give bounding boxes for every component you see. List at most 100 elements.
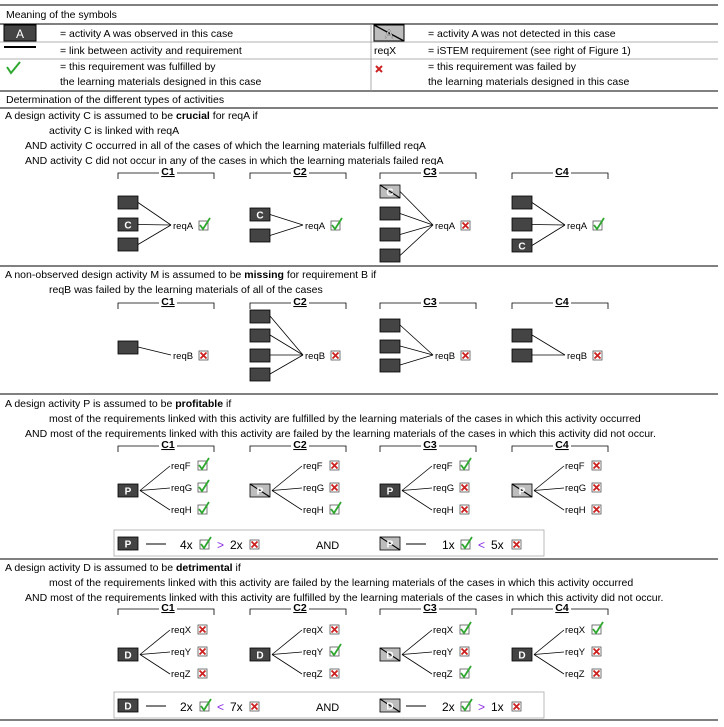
activity-letter: D <box>124 702 131 713</box>
requirement-label: reqA <box>435 221 456 232</box>
check-icon <box>593 217 605 231</box>
requirement-label: reqB <box>435 351 455 362</box>
case-label-bg <box>421 438 439 448</box>
cross-icon <box>198 669 207 678</box>
cross-icon <box>330 625 339 634</box>
activity-letter: D <box>256 651 263 662</box>
link-line <box>399 345 434 356</box>
requirement-label: reqX <box>433 625 454 636</box>
activity-box <box>249 348 271 363</box>
link-line <box>533 651 565 655</box>
requirement-label: reqF <box>303 461 323 472</box>
case-label-bg <box>421 165 439 175</box>
activity-box <box>379 358 401 373</box>
requirement-label: reqG <box>171 483 192 494</box>
profitable-diagram: C1PreqFreqGreqHC2PreqFreqGreqHC3PreqFreq… <box>117 438 609 516</box>
cross-icon <box>512 702 521 711</box>
strike-line <box>379 536 401 551</box>
link-line <box>531 334 566 356</box>
link-line <box>531 202 566 226</box>
activity-letter: C <box>386 188 393 199</box>
summary-frame <box>113 691 545 719</box>
requirement-label: reqF <box>171 461 191 472</box>
link-line <box>399 191 434 226</box>
requirement-label: reqB <box>305 351 325 362</box>
requirement-label: reqA <box>305 221 326 232</box>
link-line <box>399 224 434 235</box>
right-count-failed: 5x <box>491 538 504 552</box>
cross-icon <box>330 669 339 678</box>
crucial-line-2: activity C is linked with reqA <box>49 125 179 137</box>
reqx-description: = iSTEM requirement (see right of Figure… <box>428 45 631 57</box>
left-count-failed: 2x <box>230 538 243 552</box>
checkbox <box>460 539 471 550</box>
checkbox <box>459 668 470 679</box>
activity-letter: P <box>125 540 132 551</box>
link-line <box>401 487 433 491</box>
activity-letter: C <box>518 242 525 253</box>
right-count-fulfilled: 2x <box>442 700 455 714</box>
strike-line <box>379 647 401 662</box>
case-label: C2 <box>293 439 307 451</box>
link-line <box>137 224 172 226</box>
link-line <box>401 651 433 655</box>
activity-box <box>511 217 533 232</box>
link-line <box>533 487 565 491</box>
link-line <box>271 629 303 655</box>
case-C1: C1 reqB <box>117 295 215 362</box>
requirement-label: reqH <box>433 505 454 516</box>
missing-line-1: A non-observed design activity M is assu… <box>5 269 376 281</box>
cross-icon <box>331 351 340 360</box>
checkbox <box>197 482 208 493</box>
case-label: C3 <box>423 166 437 178</box>
case-label-bg <box>553 295 571 305</box>
case-label-bg <box>291 601 309 611</box>
checkbox <box>460 701 471 712</box>
profitable-section: A design activity P is assumed to be pro… <box>5 398 656 557</box>
detrimental-line-3: AND most of the requirements linked with… <box>25 592 663 604</box>
activity-box <box>379 248 401 263</box>
left-count-fulfilled: 4x <box>180 538 193 552</box>
cross-icon <box>593 351 602 360</box>
cross-icon <box>199 351 208 360</box>
left-count-failed: 7x <box>230 700 243 714</box>
link-line <box>533 654 565 675</box>
requirement-label: reqF <box>433 461 453 472</box>
check-icon <box>330 643 342 657</box>
activity-box <box>511 195 533 210</box>
case-label: C1 <box>161 296 175 308</box>
requirement-label: reqY <box>565 647 586 658</box>
legend-title: Meaning of the symbols <box>6 9 117 21</box>
requirement-label: reqB <box>173 351 193 362</box>
check-icon <box>200 536 212 550</box>
link-line <box>271 465 303 491</box>
check-icon <box>460 457 472 471</box>
detrimental-line-1: A design activity D is assumed to be det… <box>5 562 241 574</box>
requirement-label: reqY <box>171 647 192 658</box>
crucial-line-3: AND activity C occurred in all of the ca… <box>25 140 426 152</box>
activity-letter: P <box>387 487 394 498</box>
link-line <box>399 324 434 356</box>
case-label-bg <box>553 438 571 448</box>
case-label: C1 <box>161 439 175 451</box>
crucial-line-4: AND activity C did not occur in any of t… <box>25 155 443 167</box>
check-icon <box>198 501 210 515</box>
checkbox <box>197 504 208 515</box>
cross-icon <box>512 540 521 549</box>
failed-description-1: = this requirement was failed by <box>428 61 577 73</box>
check-icon <box>199 217 211 231</box>
requirement-label: reqG <box>303 483 324 494</box>
case-label: C2 <box>293 602 307 614</box>
link-line <box>401 490 433 511</box>
cross-icon <box>460 505 469 514</box>
case-label-bg <box>291 295 309 305</box>
check-icon <box>198 479 210 493</box>
checkbox <box>198 220 209 231</box>
activity-box <box>117 195 139 210</box>
check-icon <box>461 536 473 550</box>
activity-letter: D <box>386 702 393 713</box>
